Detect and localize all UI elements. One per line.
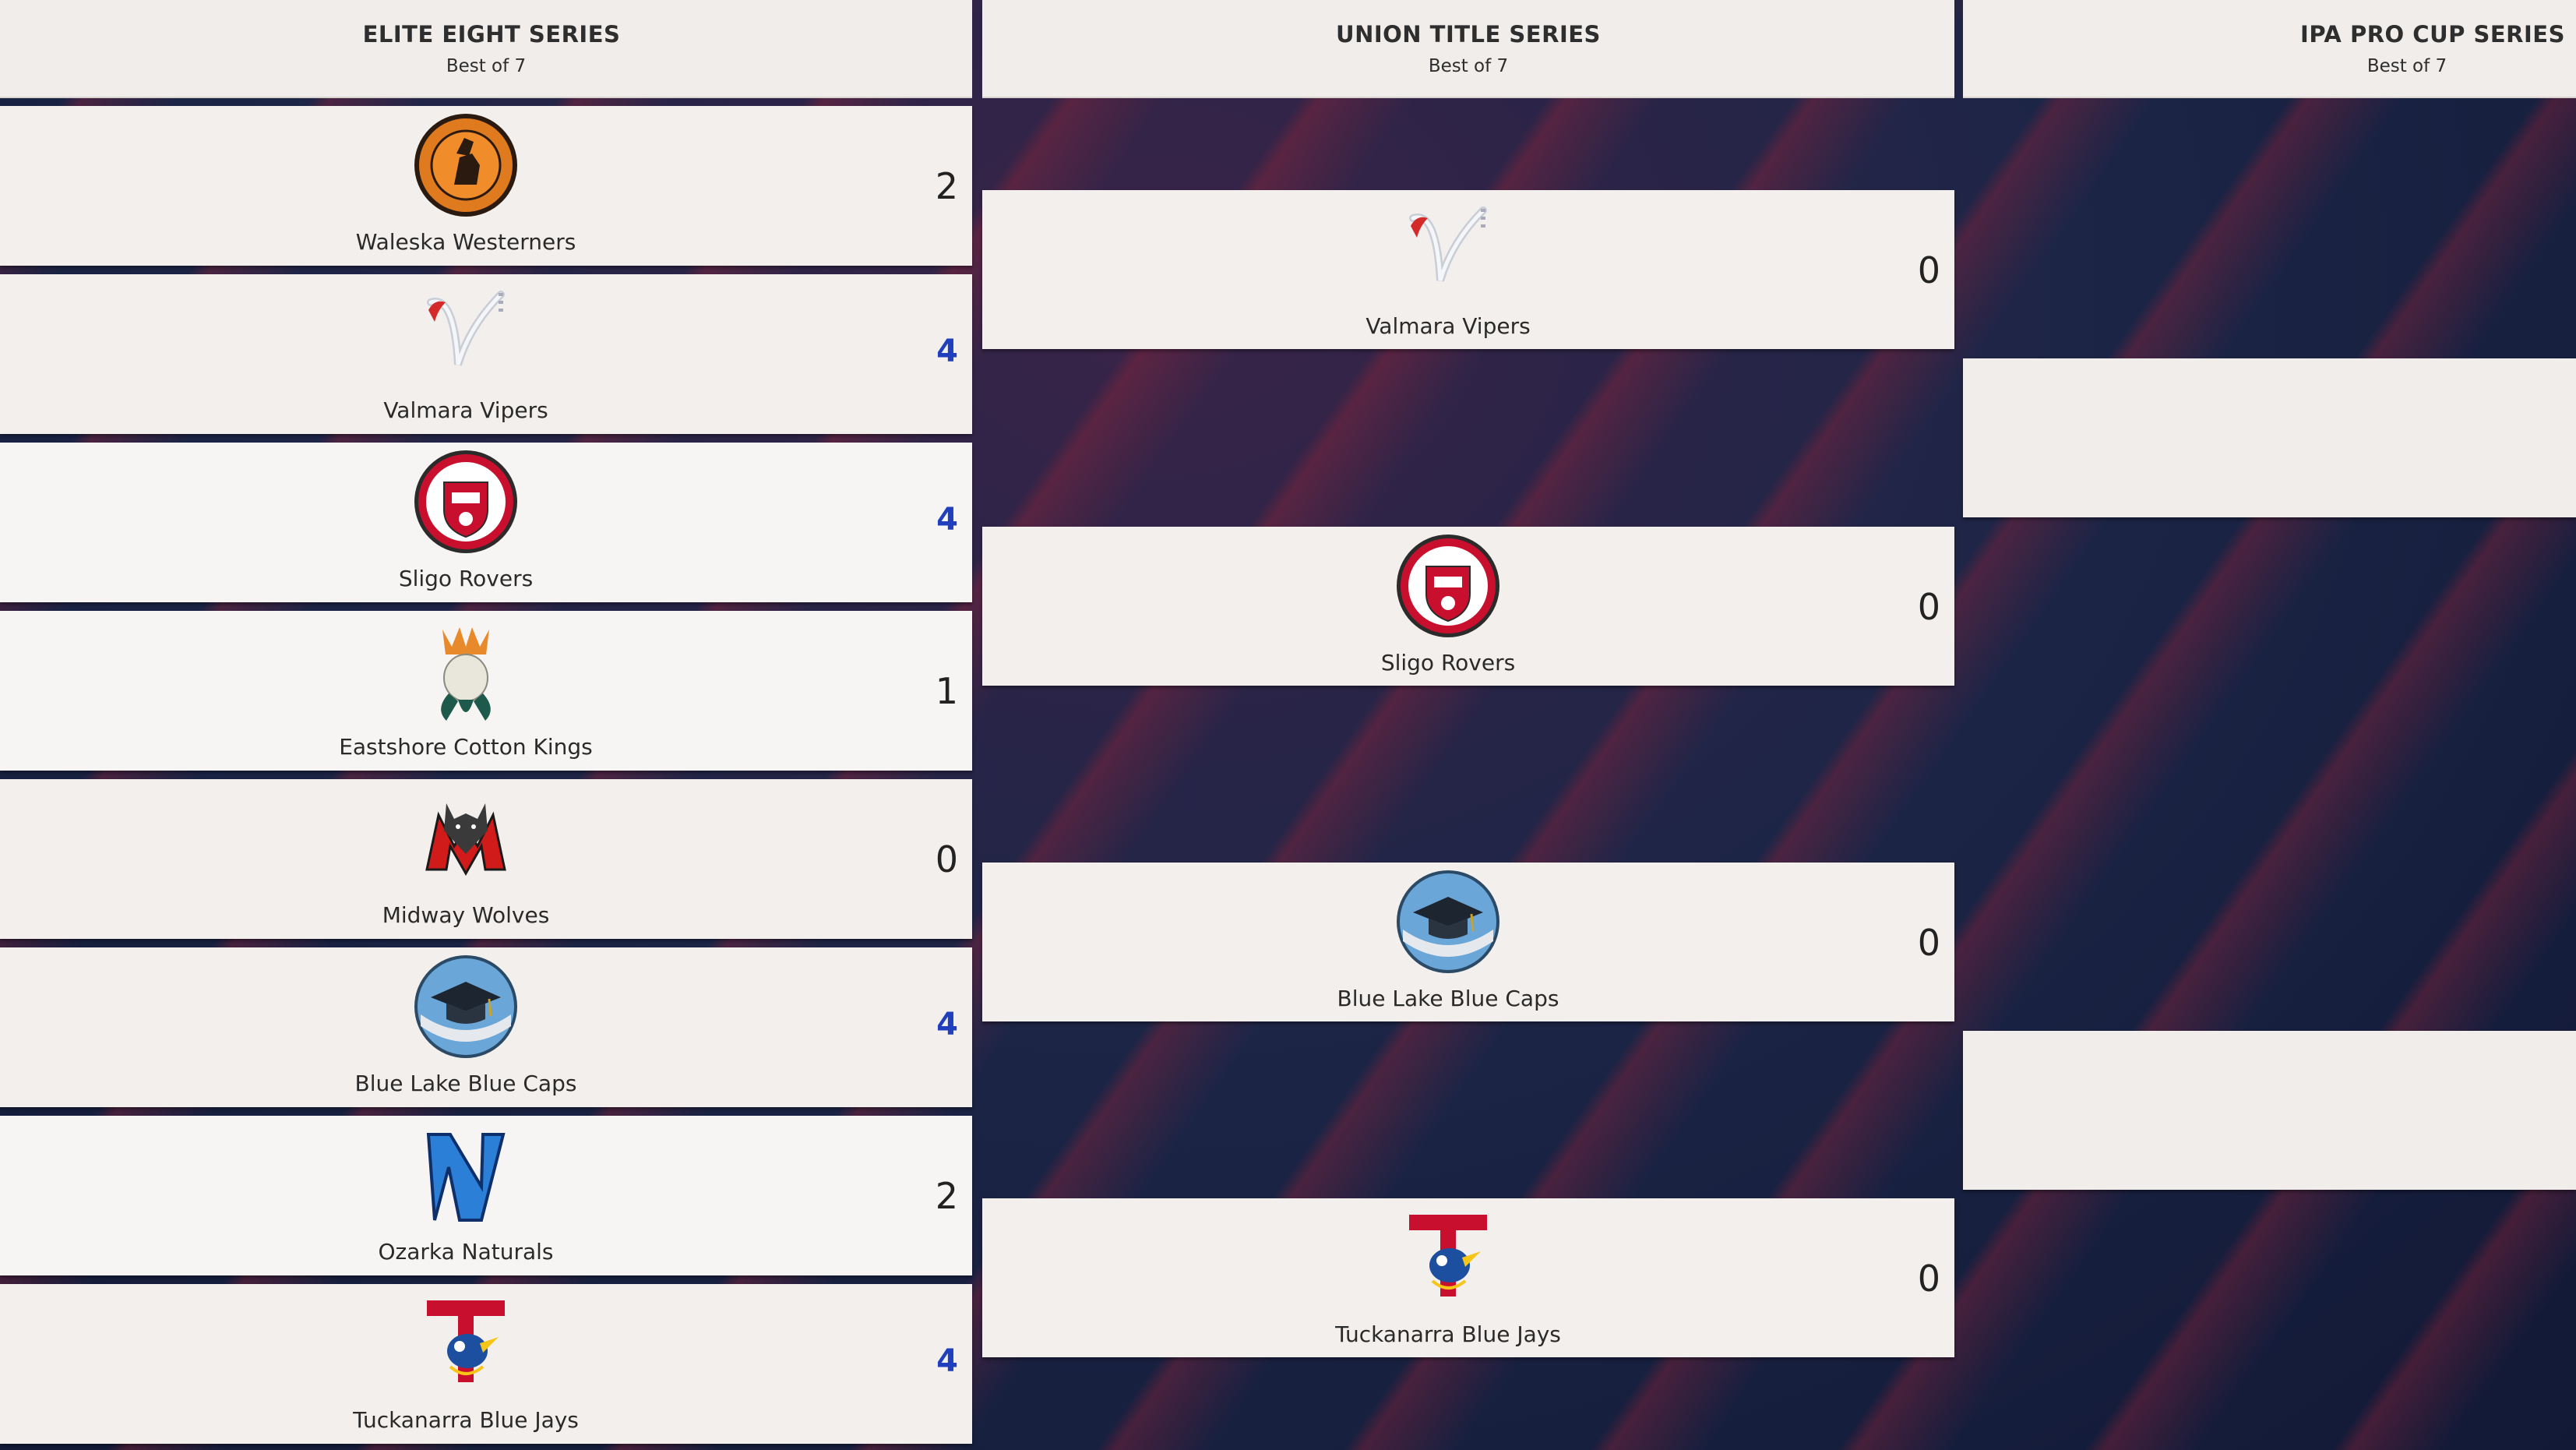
series-score: 2 (935, 165, 958, 207)
pro-cup-subtitle: Best of 7 (2366, 56, 2447, 76)
team-name: Ozarka Naturals (378, 1239, 554, 1265)
team-name: Valmara Vipers (1366, 313, 1531, 339)
team-name: Tuckanarra Blue Jays (1335, 1321, 1561, 1347)
blue-jays-logo-icon (411, 1289, 520, 1398)
team-name: Waleska Westerners (355, 229, 576, 255)
wolves-logo-icon (411, 784, 520, 893)
naturals-logo-icon (411, 1120, 520, 1230)
series-score: 0 (1917, 249, 1940, 291)
team-name: Tuckanarra Blue Jays (353, 1407, 579, 1433)
team-name: Blue Lake Blue Caps (1337, 986, 1559, 1011)
team-name: Midway Wolves (382, 902, 550, 928)
vipers-logo-icon (411, 279, 520, 388)
elite-eight-subtitle: Best of 7 (446, 56, 527, 76)
series-score: 0 (1917, 1258, 1940, 1300)
series-score: 0 (935, 838, 958, 880)
pro-cup-slot-2[interactable] (1963, 1031, 2576, 1190)
elite-eight-title: ELITE EIGHT SERIES (362, 21, 621, 48)
elite_eight-team-card[interactable]: Tuckanarra Blue Jays 4 (0, 1284, 972, 1444)
union_title-team-card[interactable]: Valmara Vipers 0 (982, 190, 1954, 349)
elite_eight-team-card[interactable]: Midway Wolves 0 (0, 779, 972, 939)
series-score: 4 (936, 333, 958, 369)
westerners-logo-icon (411, 111, 520, 220)
union_title-team-card[interactable]: Blue Lake Blue Caps 0 (982, 863, 1954, 1021)
union-title-title: UNION TITLE SERIES (1336, 21, 1601, 48)
vipers-logo-icon (1394, 195, 1503, 304)
rovers-logo-icon (1394, 531, 1503, 640)
team-name: Blue Lake Blue Caps (354, 1071, 577, 1096)
elite_eight-team-card[interactable]: Ozarka Naturals 2 (0, 1116, 972, 1275)
blue-caps-logo-icon (1394, 867, 1503, 976)
union-title-header: UNION TITLE SERIES Best of 7 (982, 0, 1954, 98)
pro-cup-title: IPA PRO CUP SERIES (2300, 21, 2565, 48)
series-score: 0 (1917, 922, 1940, 964)
pro-cup-header: IPA PRO CUP SERIES Best of 7 (1963, 0, 2576, 98)
union_title-team-card[interactable]: Tuckanarra Blue Jays 0 (982, 1198, 1954, 1357)
team-name: Sligo Rovers (398, 566, 534, 591)
series-score: 4 (936, 502, 958, 538)
series-score: 4 (936, 1007, 958, 1043)
elite_eight-team-card[interactable]: Blue Lake Blue Caps 4 (0, 947, 972, 1107)
series-score: 0 (1917, 586, 1940, 628)
elite_eight-team-card[interactable]: Waleska Westerners 2 (0, 106, 972, 266)
elite_eight-team-card[interactable]: Sligo Rovers 4 (0, 443, 972, 602)
blue-caps-logo-icon (411, 952, 520, 1061)
elite_eight-team-card[interactable]: Eastshore Cotton Kings 1 (0, 611, 972, 771)
union-title-subtitle: Best of 7 (1428, 56, 1509, 76)
series-score: 2 (935, 1175, 958, 1217)
elite_eight-team-card[interactable]: Valmara Vipers 4 (0, 274, 972, 434)
team-name: Eastshore Cotton Kings (339, 734, 593, 760)
pro-cup-slot-1[interactable] (1963, 358, 2576, 517)
rovers-logo-icon (411, 447, 520, 556)
team-name: Valmara Vipers (383, 397, 548, 423)
union_title-team-card[interactable]: Sligo Rovers 0 (982, 527, 1954, 686)
cotton-kings-logo-icon (411, 616, 520, 725)
series-score: 4 (936, 1343, 958, 1379)
blue-jays-logo-icon (1394, 1203, 1503, 1312)
elite-eight-header: ELITE EIGHT SERIES Best of 7 (0, 0, 972, 98)
team-name: Sligo Rovers (1380, 650, 1516, 676)
series-score: 1 (935, 670, 958, 712)
